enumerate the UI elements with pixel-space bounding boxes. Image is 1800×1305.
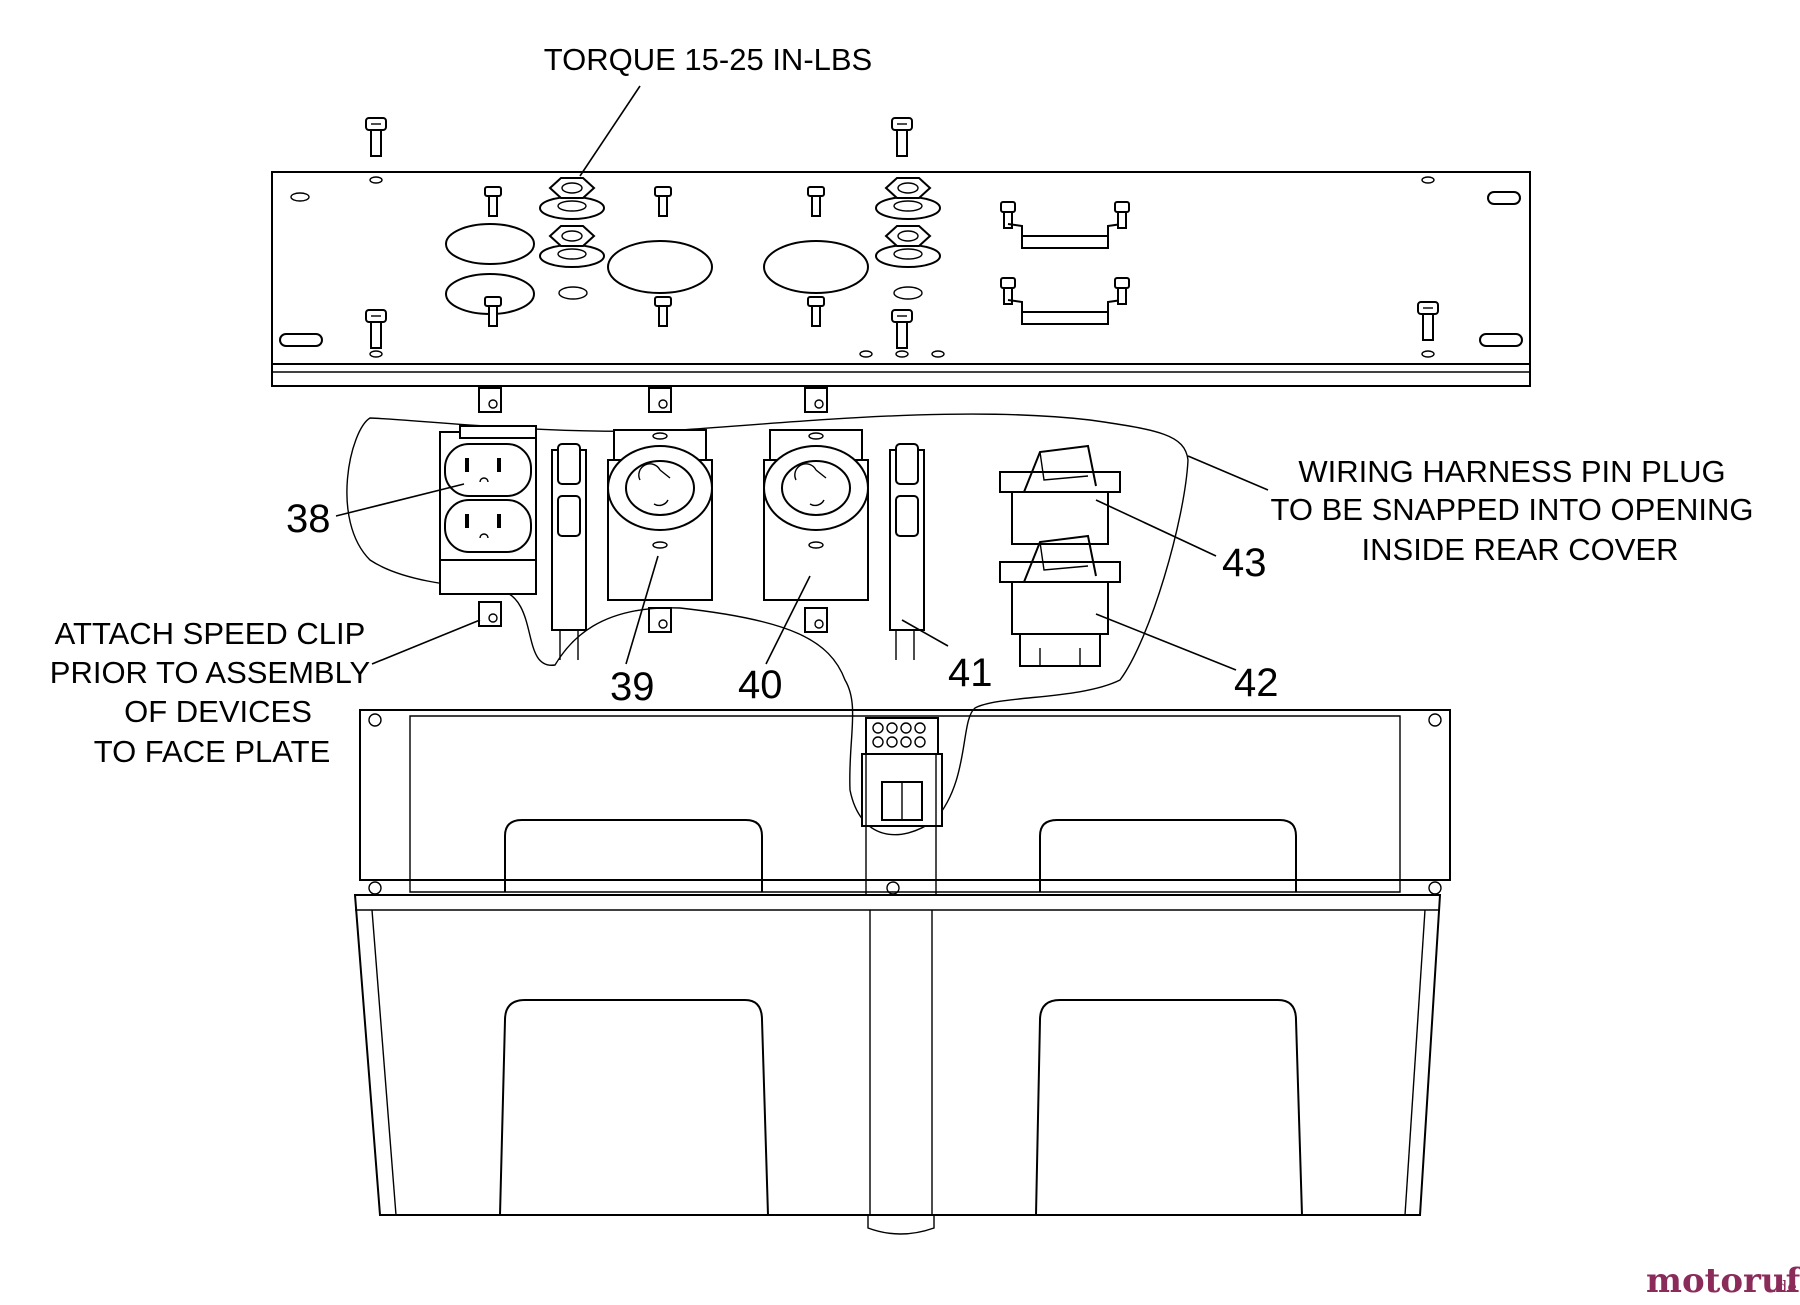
watermark-logo: motoruf .de [1646, 1261, 1800, 1301]
speed-clip-note-line-1: ATTACH SPEED CLIP [55, 616, 366, 651]
harness-note-line-2: TO BE SNAPPED INTO OPENING [1271, 492, 1754, 527]
face-plate [271, 171, 1531, 387]
leader-lines [335, 85, 1269, 671]
rocker-switches [999, 444, 1121, 667]
locking-receptacle-40 [763, 429, 869, 601]
harness-note-line-1: WIRING HARNESS PIN PLUG [1298, 454, 1725, 489]
rear-cover [353, 709, 1451, 1235]
watermark-suffix: .de [1772, 1277, 1797, 1296]
callout-42: 42 [1234, 661, 1279, 705]
speed-clip-note-line-2: PRIOR TO ASSEMBLY [50, 655, 370, 690]
callout-43: 43 [1222, 541, 1267, 585]
breaker-left [551, 443, 587, 660]
duplex-receptacle [439, 425, 537, 595]
callout-38: 38 [286, 497, 331, 541]
speed-clip-note-line-3: OF DEVICES [124, 694, 312, 729]
annotations: TORQUE 15-25 IN-LBS WIRING HARNESS PIN P… [50, 42, 1754, 769]
callout-numbers: 38 39 40 41 42 43 [286, 497, 1279, 709]
torque-note: TORQUE 15-25 IN-LBS [544, 42, 872, 77]
callout-40: 40 [738, 663, 783, 707]
nuts-washers [539, 177, 941, 268]
breaker-right [889, 443, 925, 660]
harness-note-line-3: INSIDE REAR COVER [1362, 532, 1679, 567]
callout-39: 39 [610, 665, 655, 709]
plate-handles [1000, 201, 1130, 325]
callout-41: 41 [948, 651, 993, 695]
pin-plug-connector [861, 717, 943, 827]
watermark-brand: motoruf [1646, 1261, 1800, 1301]
speed-clip-note-line-4: TO FACE PLATE [94, 734, 331, 769]
locking-receptacle-39 [607, 429, 713, 601]
